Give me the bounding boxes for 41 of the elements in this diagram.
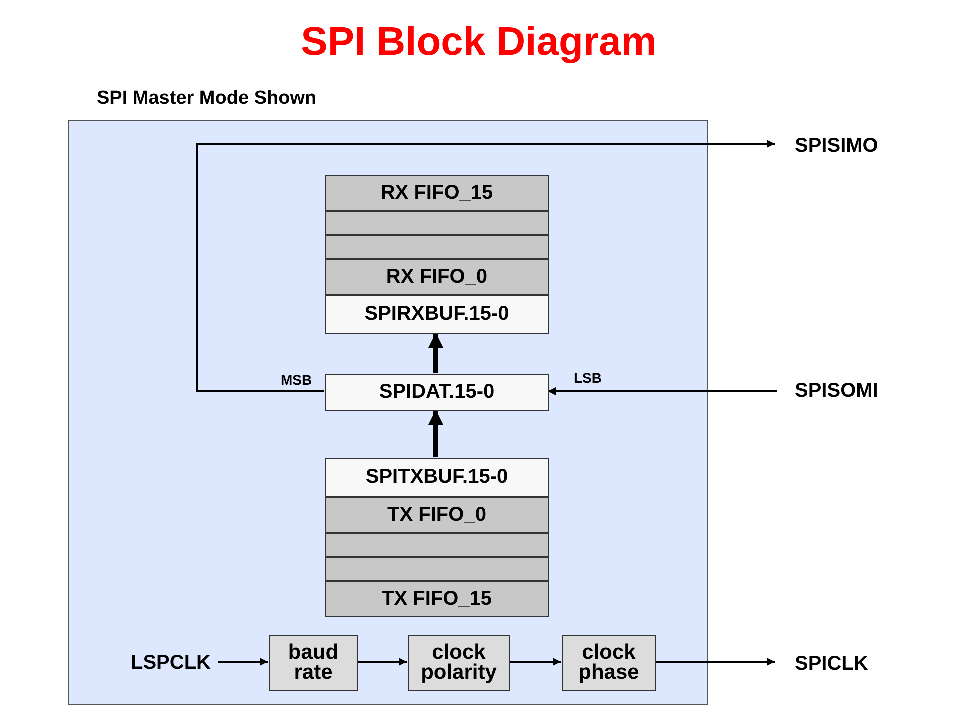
register-label: SPIRXBUF.15-0 (364, 305, 510, 324)
edge-label: MSB (279, 372, 314, 388)
fifo-register (325, 533, 549, 557)
fifo-register (325, 175, 549, 211)
signal-name: SPISIMO (795, 136, 878, 156)
register-label: clock phase (578, 643, 640, 683)
clock-stage-box (269, 635, 358, 691)
register-label: SPITXBUF.15-0 (366, 468, 508, 487)
block-panel (68, 120, 708, 705)
fifo-register (325, 235, 549, 259)
signal-name: SPISOMI (795, 382, 878, 400)
signal-name: LSPCLK (131, 654, 211, 672)
buffer-register (325, 458, 549, 497)
connector-arrow (428, 410, 444, 457)
register-label: clock polarity (420, 643, 498, 683)
fifo-register (325, 581, 549, 617)
fifo-register (325, 497, 549, 533)
fifo-register (325, 557, 549, 581)
diagram-title: SPI Block Diagram (300, 19, 658, 66)
connector-arrow (428, 333, 444, 373)
buffer-register (325, 374, 549, 411)
register-label: RX FIFO_0 (386, 268, 488, 286)
register-label: RX FIFO_15 (380, 184, 494, 202)
connector-arrow (218, 658, 268, 666)
register-label: baud rate (287, 643, 340, 683)
connector-arrow (655, 658, 775, 666)
connector-arrow (509, 658, 561, 666)
fifo-register (325, 259, 549, 295)
register-label: TX FIFO_0 (388, 506, 486, 524)
connector-arrow (357, 658, 407, 666)
buffer-register (325, 295, 549, 334)
clock-stage-box (562, 635, 656, 691)
connector-arrow (548, 388, 777, 396)
register-label: SPIDAT.15-0 (379, 383, 495, 402)
fifo-register (325, 211, 549, 235)
connector-arrow (196, 140, 775, 392)
clock-stage-box (408, 635, 510, 691)
signal-name: SPICLK (795, 654, 868, 674)
edge-label: LSB (572, 370, 604, 386)
subtitle: SPI Master Mode Shown (97, 88, 317, 110)
register-label: TX FIFO_15 (382, 590, 492, 608)
